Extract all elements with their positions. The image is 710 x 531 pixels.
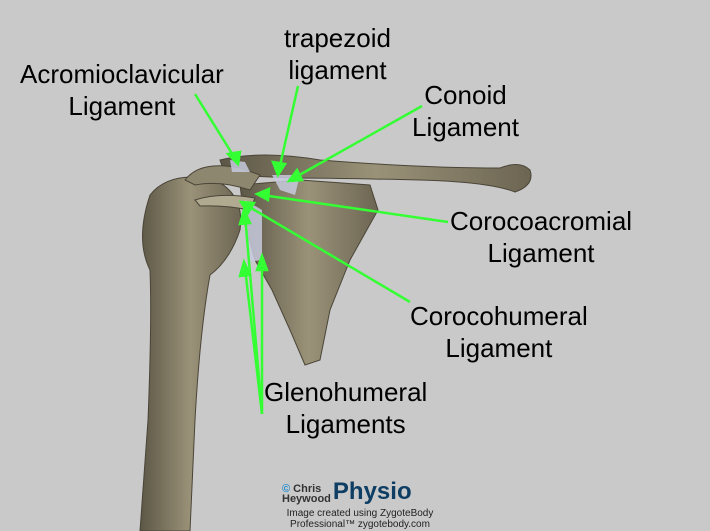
pointer-arrows bbox=[193, 85, 449, 415]
label-line: Ligament bbox=[68, 91, 176, 121]
label-line: Glenohumeral bbox=[264, 377, 428, 407]
logo-last: Heywood bbox=[282, 493, 331, 505]
label-line: ligament bbox=[288, 55, 387, 85]
copyright-icon: © bbox=[282, 483, 291, 495]
label-line: Corocohumeral bbox=[410, 301, 588, 331]
credit-line: Image created using ZygoteBody bbox=[286, 508, 434, 519]
label-line: Corocoacromial bbox=[450, 206, 633, 236]
label-line: Ligament bbox=[445, 333, 553, 363]
label-line: trapezoid bbox=[284, 23, 391, 53]
label-line: Conoid bbox=[424, 80, 507, 110]
humerus bbox=[139, 176, 242, 531]
label-line: Acromioclavicular bbox=[20, 59, 224, 89]
label-line: Ligament bbox=[487, 238, 595, 268]
credit-line: Professional™ zygotebody.com bbox=[290, 519, 430, 530]
logo-first: Chris bbox=[293, 483, 322, 495]
label-line: Ligament bbox=[412, 112, 519, 142]
logo-brand: Physio bbox=[332, 478, 412, 505]
label-line: Ligaments bbox=[285, 409, 406, 439]
